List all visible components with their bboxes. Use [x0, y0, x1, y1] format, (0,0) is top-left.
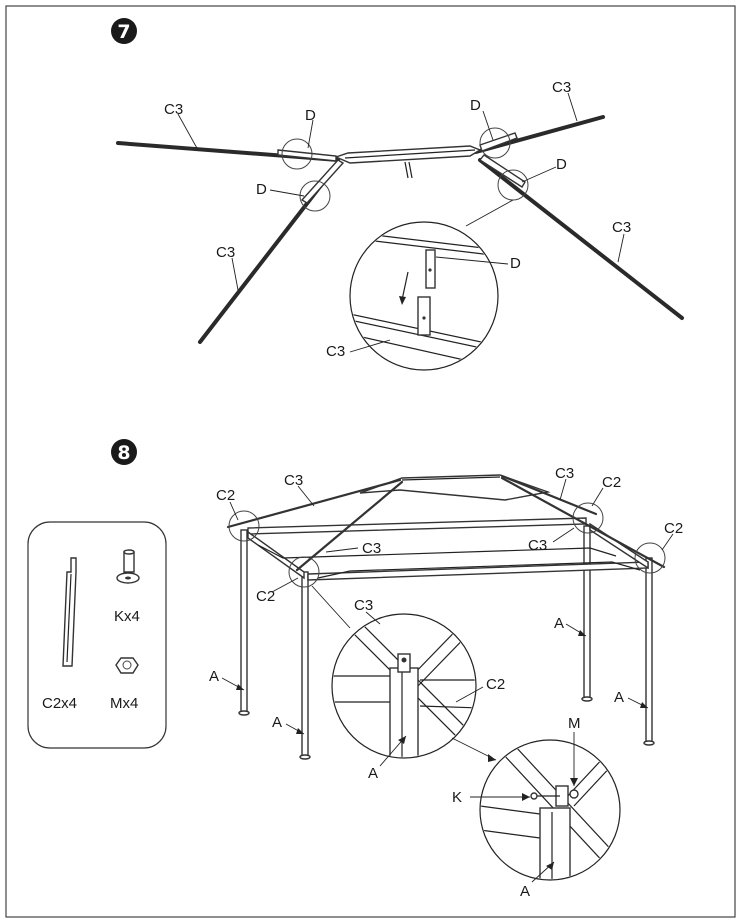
step-8-number: 8 [117, 442, 130, 464]
label-c3-detail: C3 [326, 343, 345, 360]
parts-box: C2x4 Kx4 Mx4 [27, 521, 167, 749]
leg-right-front [643, 557, 655, 746]
label-c3-lower-left: C3 [216, 244, 235, 261]
label-c2-top-left: C2 [216, 487, 235, 504]
label-d-right: D [556, 156, 567, 173]
joint-circle-left [299, 180, 331, 212]
c2-joint-left-front [288, 556, 320, 588]
label-c3-top-left-8: C3 [284, 472, 303, 489]
label-k-detail: K [452, 789, 462, 806]
label-d-left: D [256, 181, 267, 198]
label-c2-detail: C2 [486, 676, 505, 693]
label-d-detail: D [510, 255, 521, 272]
step-8-diagram: 8 C2x4 Kx4 Mx4 [27, 439, 683, 900]
part-k-label: Kx4 [114, 608, 140, 625]
detail-7-leader [465, 199, 514, 227]
c3-roof-rod-right-back [500, 474, 598, 516]
m-nut-icon [115, 657, 139, 674]
label-a-left-back: A [209, 668, 219, 685]
leg-left-front [299, 571, 311, 760]
step-7-diagram: 7 C3 D D C3 D [111, 18, 684, 371]
label-c3-middle: C3 [362, 540, 381, 557]
label-c3-right: C3 [528, 537, 547, 554]
beam-back [247, 517, 587, 535]
label-a-detail1: A [368, 765, 378, 782]
label-c2-top-right: C2 [602, 474, 621, 491]
d-connector-left-top [277, 149, 337, 162]
c3-rod-lower-right [478, 158, 684, 320]
label-a-right-front: A [614, 689, 624, 706]
label-d-top-left: D [305, 107, 316, 124]
leg-left-back [238, 529, 250, 716]
label-a-left-front: A [272, 714, 282, 731]
label-d-top-right: D [470, 97, 481, 114]
joint-circle-top-right [479, 127, 511, 159]
c3-roof-rod-left-back [226, 478, 402, 529]
detail-8b-callout [479, 739, 621, 881]
part-c2-label: C2x4 [42, 695, 77, 712]
detail-8a-leader [311, 585, 351, 629]
c3-roof-rod-left-front [295, 480, 404, 572]
part-m-label: Mx4 [110, 695, 138, 712]
label-c3-top-right: C3 [552, 79, 571, 96]
step-7-badge: 7 [111, 18, 137, 44]
label-a-right-back: A [554, 615, 564, 632]
label-c3-lower-right: C3 [612, 219, 631, 236]
label-c2-far-right: C2 [664, 520, 683, 537]
roof-top-frame [359, 474, 551, 501]
center-frame [277, 132, 526, 204]
step-7-number: 7 [117, 21, 130, 43]
c3-roof-rod-right-front [500, 476, 666, 569]
c2-part-icon [62, 557, 77, 667]
label-c3-top-left: C3 [164, 101, 183, 118]
label-c3-detail-8: C3 [354, 597, 373, 614]
c2-joint-right-back [572, 502, 604, 534]
label-m-detail: M [568, 715, 581, 732]
page-border [5, 5, 736, 918]
d-connector-left [300, 159, 345, 204]
label-c2-left: C2 [256, 588, 275, 605]
d-connector-right [478, 154, 526, 188]
k-bolt-icon [116, 549, 140, 584]
gazebo-frame [226, 474, 666, 760]
label-c3-top-right-8: C3 [555, 465, 574, 482]
c2-joint-right-front [634, 542, 666, 574]
step-8-badge: 8 [111, 439, 137, 465]
joint-circle-top-left [281, 138, 313, 170]
c2-joint-left-back [228, 510, 260, 542]
c3-rod-top-right [474, 115, 605, 154]
label-a-detail2: A [520, 883, 530, 900]
leg-right-back [581, 525, 593, 702]
